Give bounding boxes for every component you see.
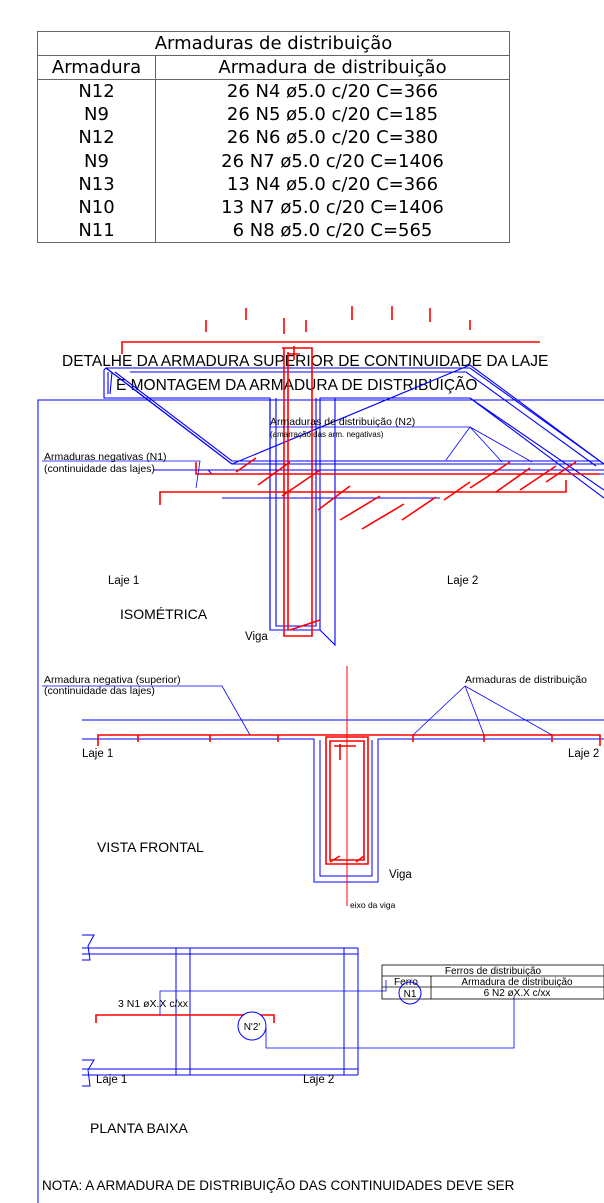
iso-laje1: Laje 1 — [108, 575, 139, 587]
isometric-view: Armaduras de distribuição (N2) (amarraçã… — [42, 306, 604, 647]
table-cell: 6 N8 ø5.0 c/20 C=565 — [155, 219, 510, 244]
plan-view-name: PLANTA BAIXA — [90, 1120, 188, 1136]
small-table: Ferros de distribuição Ferro Armadura de… — [381, 964, 604, 1005]
note-text: NOTA: A ARMADURA DE DISTRIBUIÇÃO DAS CON… — [42, 1178, 515, 1193]
iso-label-n2: Armaduras de distribuição (N2) — [270, 416, 415, 428]
distribution-table: Armaduras de distribuição Armadura Armad… — [37, 31, 510, 244]
table-cell: N10 — [37, 196, 156, 220]
plan-bar-label: 3 N1 øX.X c/xx — [118, 998, 189, 1010]
iso-label-n1-sub: (continuidade das lajes) — [44, 463, 155, 475]
iso-rebar — [121, 306, 600, 637]
table-cell: N9 — [37, 149, 156, 173]
front-laje2: Laje 2 — [568, 748, 599, 760]
table-cell: 26 N4 ø5.0 c/20 C=366 — [155, 79, 510, 104]
detail-title-line1: DETALHE DA ARMADURA SUPERIOR DE CONTINUI… — [62, 353, 548, 370]
n2-bubble-label: N'2' — [244, 1022, 261, 1033]
table-cell: 26 N6 ø5.0 c/20 C=380 — [155, 126, 510, 150]
table-cell: N12 — [37, 79, 156, 104]
iso-label-n2-sub: (amarração das arm. negativas) — [270, 430, 384, 439]
iso-view-name: ISOMÉTRICA — [120, 606, 208, 622]
front-view: Armadura negativa (superior) (continuida… — [42, 666, 604, 910]
table-caption: Armaduras de distribuição — [37, 31, 510, 56]
table-cell: 26 N5 ø5.0 c/20 C=185 — [155, 103, 510, 127]
iso-laje2: Laje 2 — [447, 575, 478, 587]
table-cell: N9 — [37, 103, 156, 127]
table-cell: N13 — [37, 172, 156, 197]
front-label-dist: Armaduras de distribuição — [465, 674, 587, 686]
plan-beams — [82, 934, 359, 1087]
front-laje1: Laje 1 — [82, 748, 113, 760]
plan-leaders — [159, 980, 515, 1049]
plan-laje2: Laje 2 — [303, 1074, 334, 1086]
table-header-armadura: Armadura — [37, 55, 156, 80]
front-label-neg: Armadura negativa (superior) — [44, 674, 181, 686]
iso-label-n1: Armaduras negativas (N1) — [44, 451, 167, 463]
front-axis-label: eixo da viga — [350, 900, 396, 910]
front-rebar — [97, 734, 601, 865]
table-cell: 26 N7 ø5.0 c/20 C=1406 — [155, 149, 510, 173]
front-label-neg-sub: (continuidade das lajes) — [44, 685, 155, 697]
small-table-caption: Ferros de distribuição — [445, 966, 542, 977]
plan-laje1: Laje 1 — [96, 1074, 127, 1086]
front-viga: Viga — [389, 869, 412, 881]
table-cell: 13 N4 ø5.0 c/20 C=366 — [155, 172, 510, 197]
n2-bubble — [237, 1011, 267, 1041]
table-header-distribuicao: Armadura de distribuição — [155, 55, 510, 80]
small-table-cell-dist: 6 N2 øX.X c/xx — [484, 988, 551, 999]
plan-rebar — [95, 1014, 275, 1023]
table-cell: 13 N7 ø5.0 c/20 C=1406 — [155, 196, 510, 220]
iso-leaders — [42, 426, 533, 489]
table-cell: N12 — [37, 126, 156, 150]
small-table-header-dist: Armadura de distribuição — [461, 977, 573, 988]
plan-view: Ferros de distribuição Ferro Armadura de… — [82, 934, 604, 1136]
table-cell: N11 — [37, 219, 156, 244]
small-table-cell-ferro: N1 — [404, 989, 417, 1000]
iso-concrete-outline — [103, 364, 604, 647]
front-concrete — [82, 719, 604, 883]
front-view-name: VISTA FRONTAL — [97, 839, 204, 855]
drawing-frame — [37, 399, 604, 1203]
ferro-bubble — [398, 981, 422, 1005]
iso-viga: Viga — [245, 631, 268, 643]
detail-title-line2: E MONTAGEM DA ARMADURA DE DISTRIBUIÇÃO — [116, 377, 477, 394]
front-leaders — [42, 685, 553, 736]
